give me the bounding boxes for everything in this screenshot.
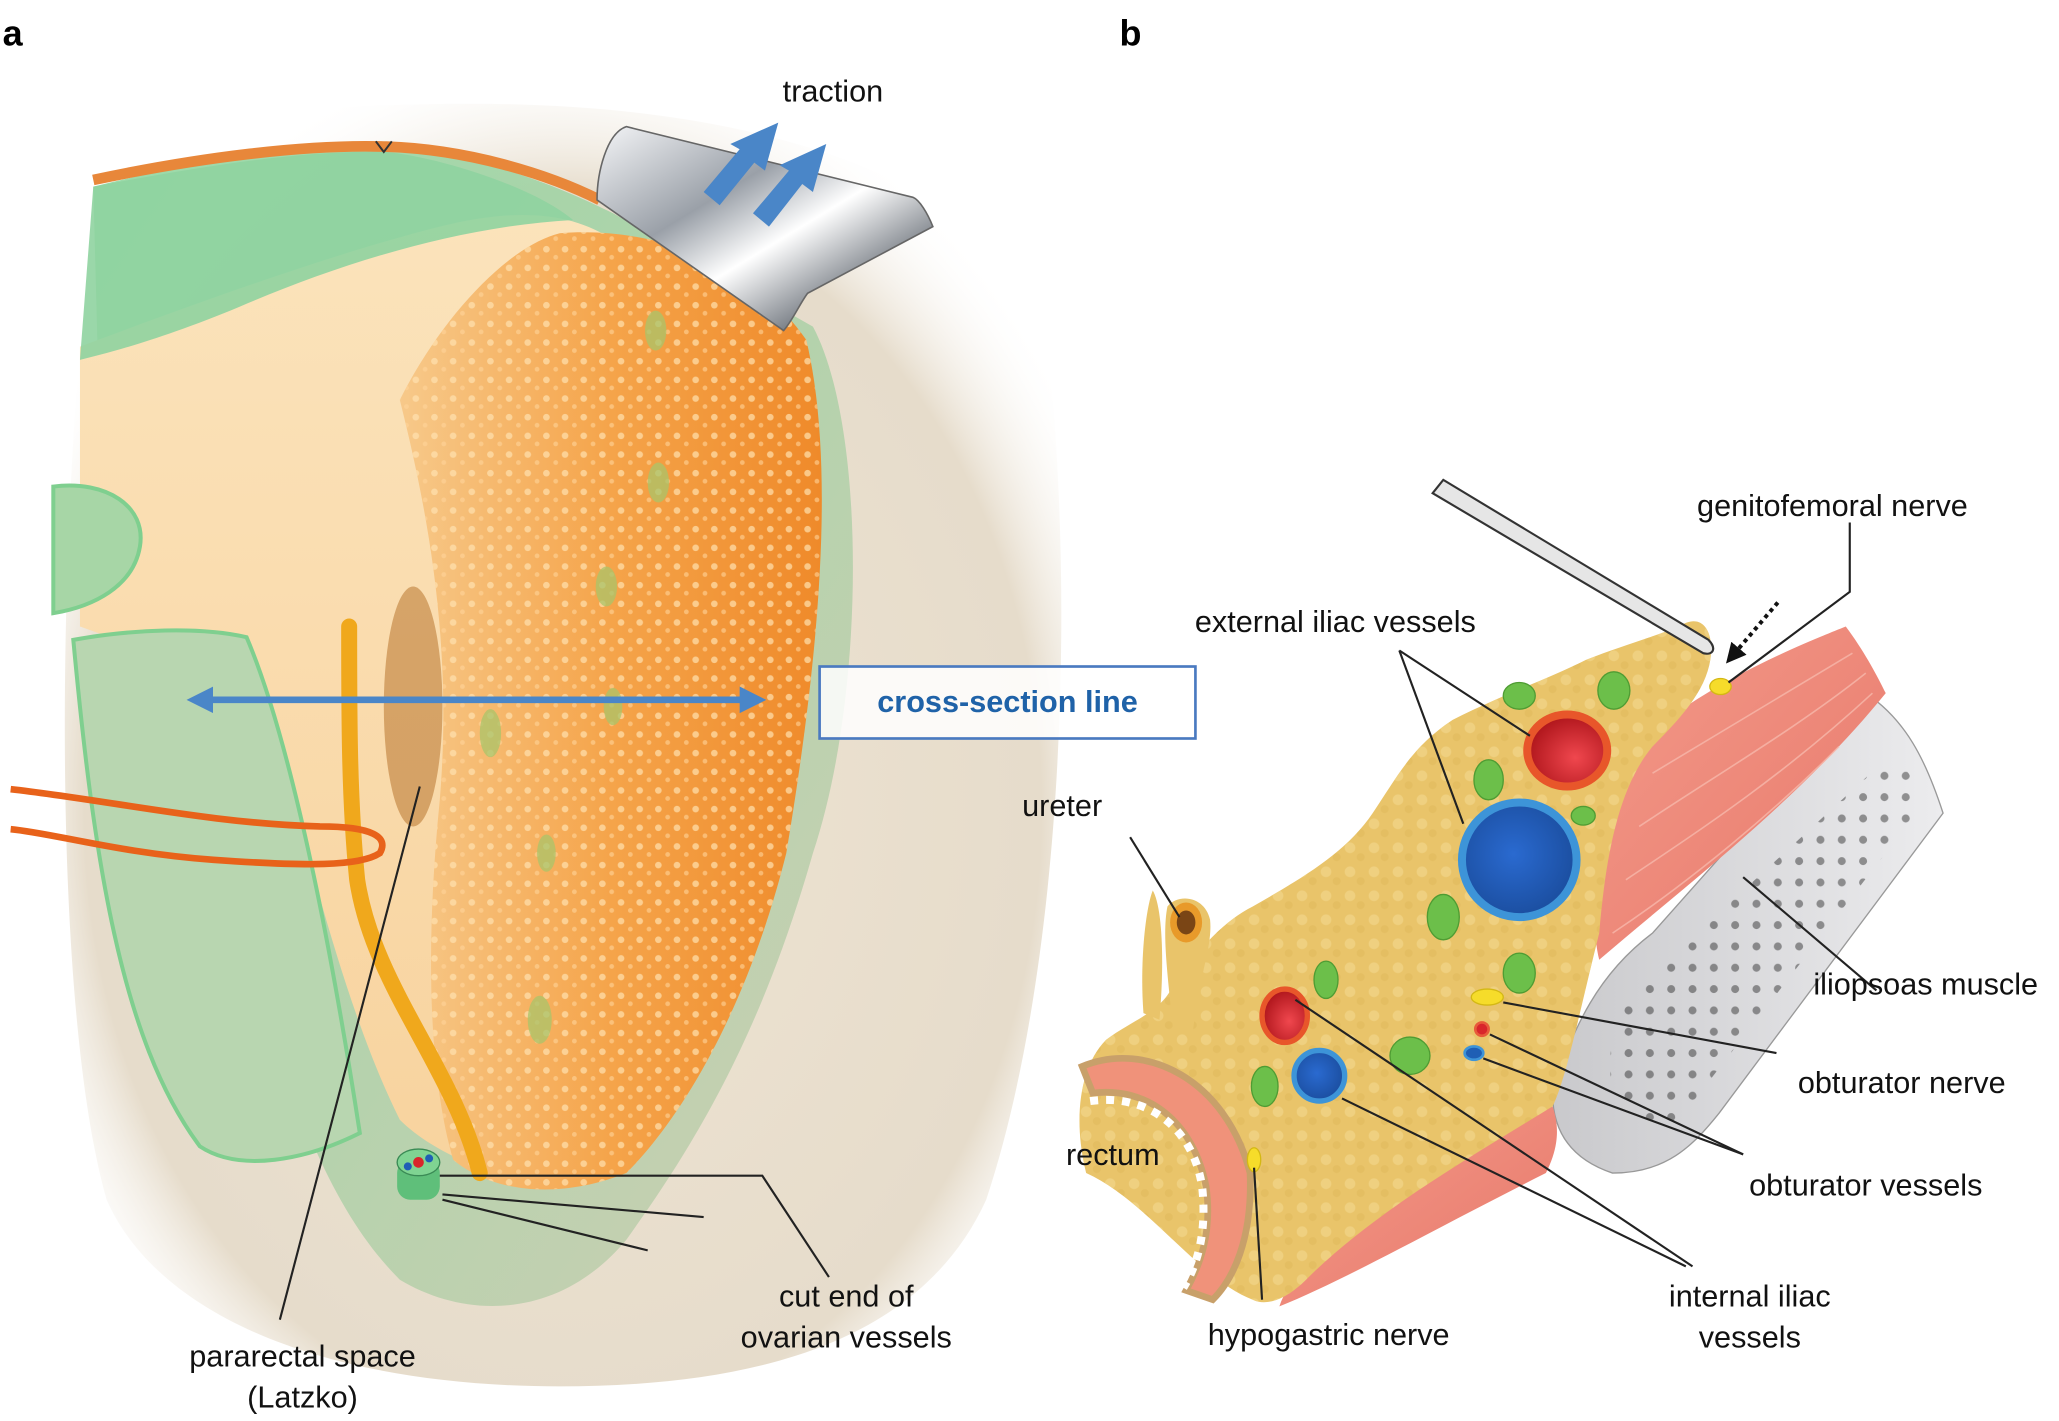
cross-section-box: [818, 665, 1197, 740]
dissection-direction-arrow: [1726, 601, 1780, 664]
panel-b-letter: b: [1119, 12, 1141, 53]
ureter-a: [341, 618, 488, 1182]
external-iliac-vein: [1457, 798, 1581, 922]
suture-mark: [375, 140, 393, 154]
obturator-artery: [1473, 1021, 1490, 1038]
peritoneal-flap-upper: [79, 151, 574, 360]
obturator-vessels-label: obturator vessels: [1749, 1169, 1982, 1203]
iliopsoas-muscle: [1595, 626, 1886, 960]
ovarian-label-line1: cut end of: [779, 1279, 914, 1313]
panel-a-letter: a: [3, 12, 24, 53]
internal-iliac-leader-1: [1294, 998, 1694, 1268]
ureter-label: ureter: [1022, 789, 1102, 823]
pelvic-floor-muscle: [1279, 1106, 1557, 1307]
external-iliac-label: external iliac vessels: [1195, 605, 1476, 639]
vessel-loop: [10, 785, 386, 868]
hypogastric-label: hypogastric nerve: [1208, 1318, 1450, 1352]
ureter-stalk: [1142, 890, 1163, 1020]
internal-iliac-label-line1: internal iliac: [1669, 1279, 1831, 1313]
ovarian-label-line2: ovarian vessels: [741, 1321, 952, 1355]
lymph-nodes-b: [1250, 671, 1631, 1108]
genitofemoral-leader: [1727, 522, 1851, 684]
iliopsoas-label: iliopsoas muscle: [1813, 967, 2038, 1001]
panel-a: a: [3, 12, 1197, 1415]
hypogastric-leader: [1252, 1167, 1264, 1300]
retractor-icon: [596, 125, 934, 332]
obturator-vessels-leader-1: [1489, 1033, 1744, 1156]
peritoneal-flap-lower: [71, 628, 363, 1163]
ureter-lumen: [1176, 910, 1196, 935]
ovarian-leader: [439, 1174, 830, 1278]
ureter-leader: [1129, 836, 1181, 918]
pararectal-label-line1: pararectal space: [189, 1339, 416, 1373]
panel-b: b: [1022, 12, 2038, 1354]
ovarian-leader-3: [442, 1198, 648, 1252]
iliopsoas-leader: [1742, 876, 1878, 992]
pararectal-hollow: [383, 586, 443, 827]
external-iliac-artery: [1523, 710, 1612, 791]
ovarian-leader-2: [442, 1193, 704, 1219]
traction-arrows-icon: [703, 122, 827, 227]
obturator-vessels-leader-2: [1482, 1057, 1744, 1156]
forceps-icon: [1431, 478, 1715, 655]
peritoneal-flap-middle: [51, 483, 143, 616]
internal-iliac-label-line2: vessels: [1699, 1321, 1801, 1355]
external-iliac-leader-2: [1398, 650, 1465, 825]
genitofemoral-nerve-b: [1709, 677, 1732, 696]
muscle-fibers: [1612, 652, 1873, 934]
internal-iliac-leader-2: [1341, 1097, 1687, 1268]
genitofemoral-label: genitofemoral nerve: [1697, 489, 1968, 523]
lymph-nodes-a: [479, 310, 670, 1044]
internal-iliac-vein: [1291, 1047, 1348, 1104]
obturator-nerve-label: obturator nerve: [1798, 1066, 2006, 1100]
traction-label: traction: [783, 74, 883, 108]
obturator-nerve-b: [1470, 988, 1504, 1006]
bone-marrow: [1610, 753, 1922, 1122]
rectum-label: rectum: [1066, 1138, 1160, 1172]
rectum-mucosa: [1089, 1095, 1208, 1290]
obturator-vein: [1463, 1045, 1485, 1062]
cross-section-label: cross-section line: [877, 685, 1138, 719]
pararectal-label-line2: (Latzko): [247, 1381, 358, 1415]
ovarian-vessel-stump: [396, 1148, 441, 1200]
obturator-nerve-leader: [1503, 1001, 1777, 1055]
pararectal-leader: [278, 786, 421, 1320]
external-iliac-leader-1: [1398, 649, 1531, 737]
rectum: [1077, 1055, 1254, 1304]
internal-iliac-artery: [1259, 986, 1311, 1046]
